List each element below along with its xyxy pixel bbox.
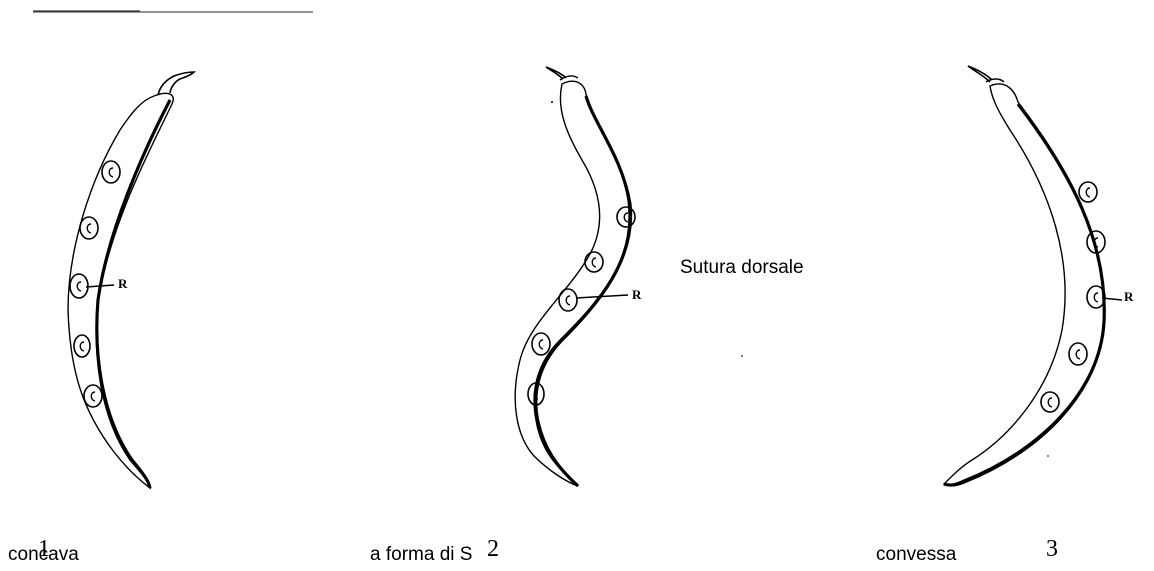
pod-3-dorsal-suture <box>944 104 1104 485</box>
pod-1-seeds <box>70 161 120 407</box>
pod-3-stalk <box>968 66 992 82</box>
dorsal-suture-label: Sutura dorsale <box>680 257 804 279</box>
scan-dot <box>551 101 553 103</box>
pod-1-concave <box>68 72 194 488</box>
pod-1-pin <box>86 285 114 287</box>
pod-2-outline <box>515 81 629 486</box>
pod-1-number: 1 <box>38 536 50 563</box>
pod-2-stalk <box>546 67 566 79</box>
pod-2-caption: a forma di S <box>370 544 472 566</box>
pod-3-outline <box>944 84 1104 485</box>
pod-1-dorsal-suture <box>97 100 170 488</box>
pod-2-number: 2 <box>487 536 499 563</box>
pod-1-pin-letter: R <box>118 276 127 292</box>
pod-3-seeds <box>1041 182 1105 412</box>
pod-3-convex <box>944 66 1122 485</box>
scan-dot <box>741 355 743 357</box>
pod-3-number: 3 <box>1046 536 1058 563</box>
scan-artifact-line <box>33 11 313 12</box>
pod-2-dorsal-suture <box>536 96 631 486</box>
pod-3-pin-letter: R <box>1124 289 1133 305</box>
pod-2-pin-letter: R <box>632 287 641 303</box>
pod-1-stalk <box>158 72 194 95</box>
pod-3-caption: convessa <box>876 544 956 566</box>
pod-2-seeds <box>528 207 635 405</box>
scan-dot <box>1047 455 1049 457</box>
